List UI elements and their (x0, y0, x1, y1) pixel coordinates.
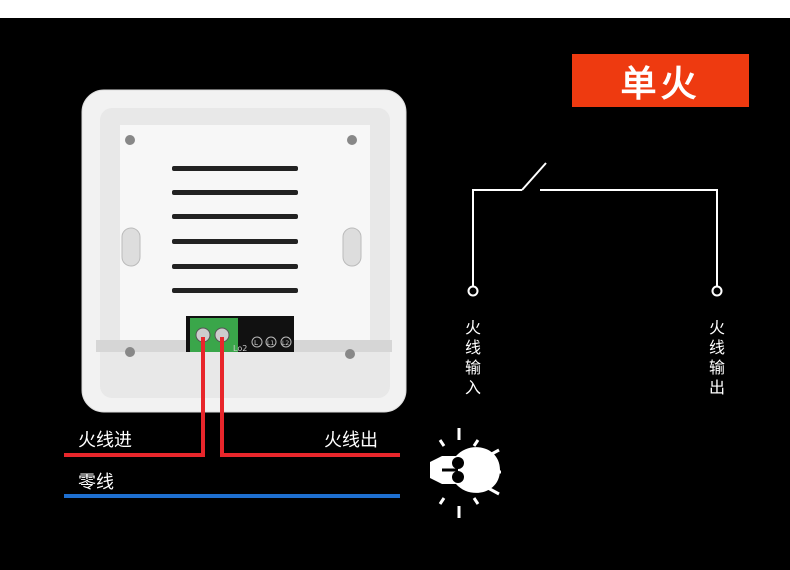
terminal-label-lo2: Lo2 (233, 344, 247, 353)
terminal-label-l: L (254, 339, 258, 347)
terminal-label-l1: L1 (267, 340, 274, 347)
switch-schematic (467, 162, 723, 297)
live-input-label: 火线输入 (464, 318, 481, 397)
live-in-wire (64, 337, 205, 457)
neutral-label: 零线 (78, 472, 114, 493)
live-output-label: 火线输出 (708, 318, 725, 397)
live-out-label: 火线出 (324, 430, 378, 451)
live-in-label: 火线进 (78, 430, 132, 451)
switch-device: Lo2 L L1 L2 (81, 89, 407, 413)
live-out-wire (220, 337, 400, 457)
terminal-label-l2: L2 (282, 340, 289, 347)
single-live-badge: 单火 (572, 54, 749, 107)
light-bulb-icon (430, 428, 501, 518)
wires (64, 337, 400, 498)
top-strip (0, 0, 790, 18)
